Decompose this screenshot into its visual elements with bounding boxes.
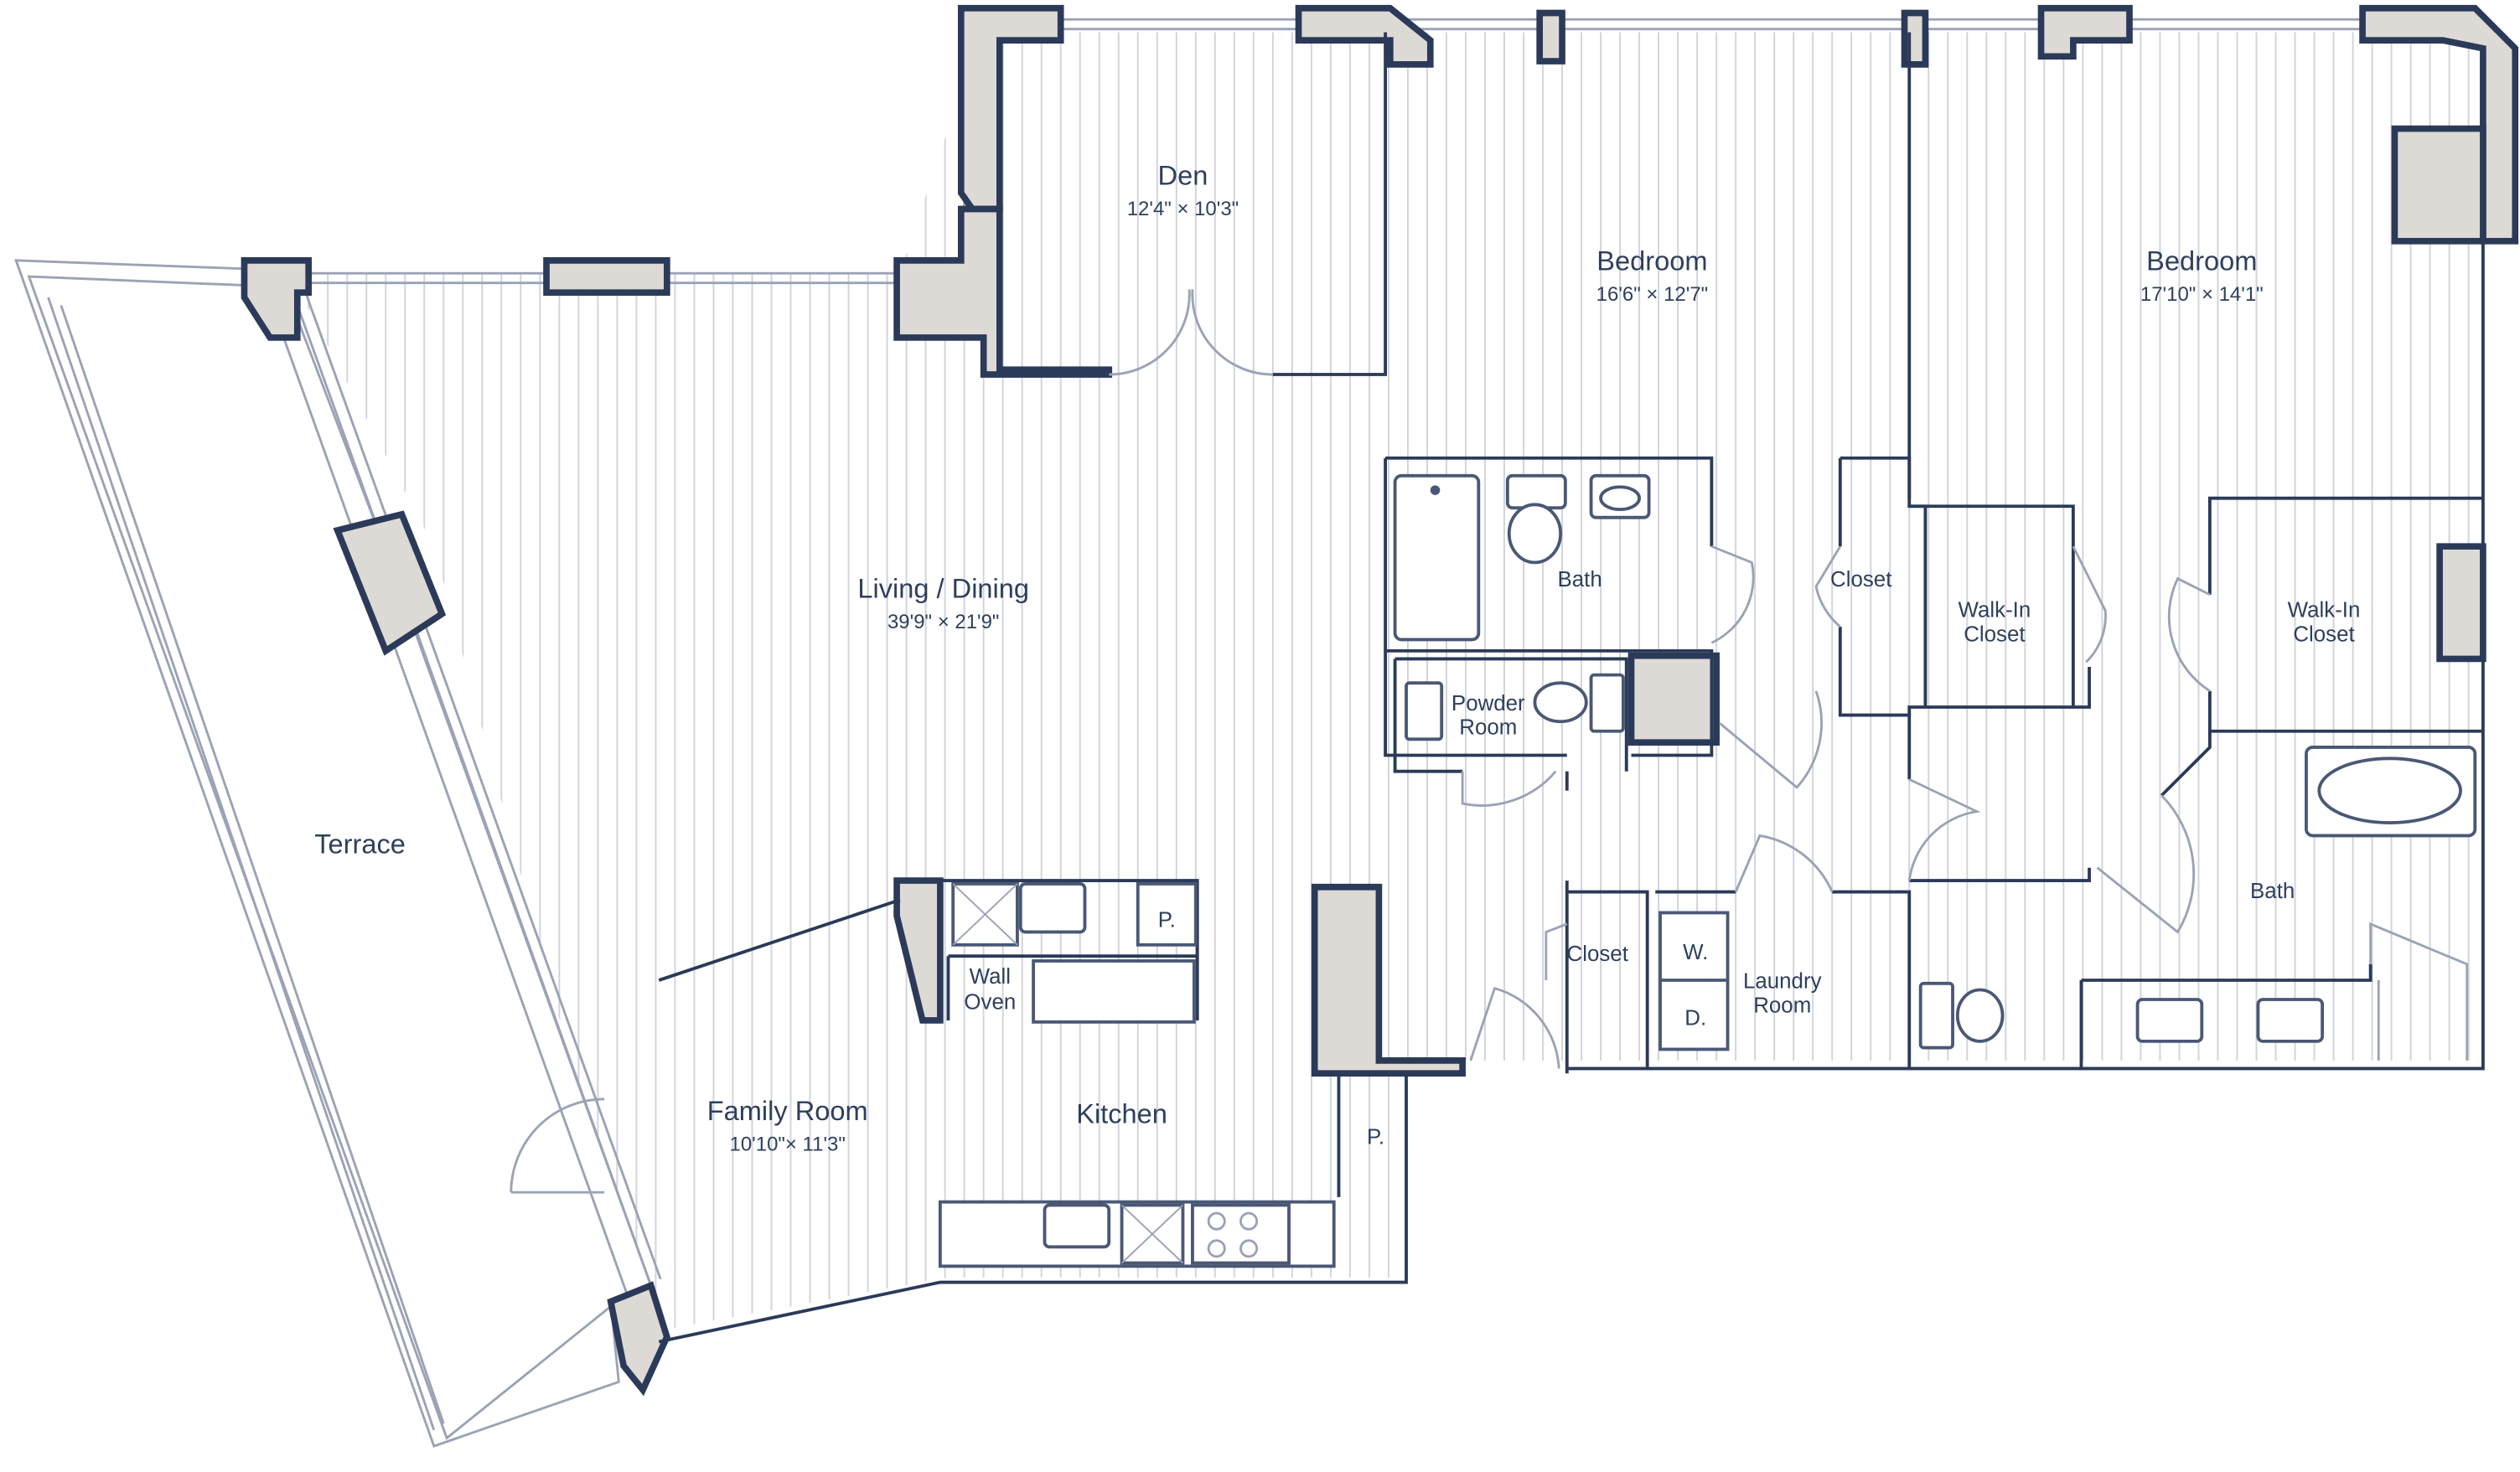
kitchen-label: Kitchen (1076, 1098, 1167, 1129)
structural-walls (241, 4, 2519, 1397)
living-dining-dims: 39'9" × 21'9" (887, 611, 999, 633)
bedroom1-label: Bedroom (1596, 245, 1707, 276)
bedroom1-dims: 16'6" × 12'7" (1596, 283, 1708, 306)
closet2-label: Closet (1567, 943, 1628, 966)
pantry2-label: P. (1367, 1126, 1384, 1149)
closet1-label: Closet (1830, 568, 1891, 591)
den-dims: 12'4" × 10'3" (1127, 198, 1239, 220)
living-dining-label: Living / Dining (857, 573, 1029, 604)
wall-oven-label-line2: Oven (964, 991, 1016, 1015)
bath1-label: Bath (1558, 568, 1602, 591)
powder-room-label-line1: Powder (1451, 692, 1525, 715)
bedroom2-label: Bedroom (2146, 245, 2257, 276)
walkin1-label-line1: Walk-In (1959, 599, 2031, 622)
bath2-label: Bath (2250, 880, 2295, 903)
walkin1-label-line2: Closet (1964, 622, 2025, 646)
walkin2-label-line2: Closet (2293, 622, 2354, 646)
laundry-label-line1: Laundry (1743, 970, 1822, 994)
family-room-label: Family Room (707, 1095, 868, 1126)
pantry1-label: P. (1158, 909, 1176, 932)
fixtures (938, 473, 2477, 1268)
family-room-dims: 10'10"× 11'3" (730, 1133, 846, 1155)
room-labels: Den 12'4" × 10'3" Bedroom 16'6" × 12'7" … (314, 160, 2360, 1156)
door-swings (1109, 289, 2469, 1069)
outline-walls (658, 32, 2485, 1344)
wall-oven-label-line1: Wall (970, 965, 1011, 989)
walkin2-label-line1: Walk-In (2288, 599, 2361, 622)
bedroom2-dims: 17'10" × 14'1" (2140, 283, 2264, 306)
terrace-label: Terrace (314, 828, 406, 859)
laundry-label-line2: Room (1753, 994, 1811, 1017)
windows (287, 18, 2483, 1286)
dryer-label: D. (1684, 1007, 1706, 1030)
den-label: Den (1158, 160, 1208, 191)
powder-room-label-line2: Room (1459, 716, 1517, 740)
washer-label: W. (1683, 941, 1708, 964)
